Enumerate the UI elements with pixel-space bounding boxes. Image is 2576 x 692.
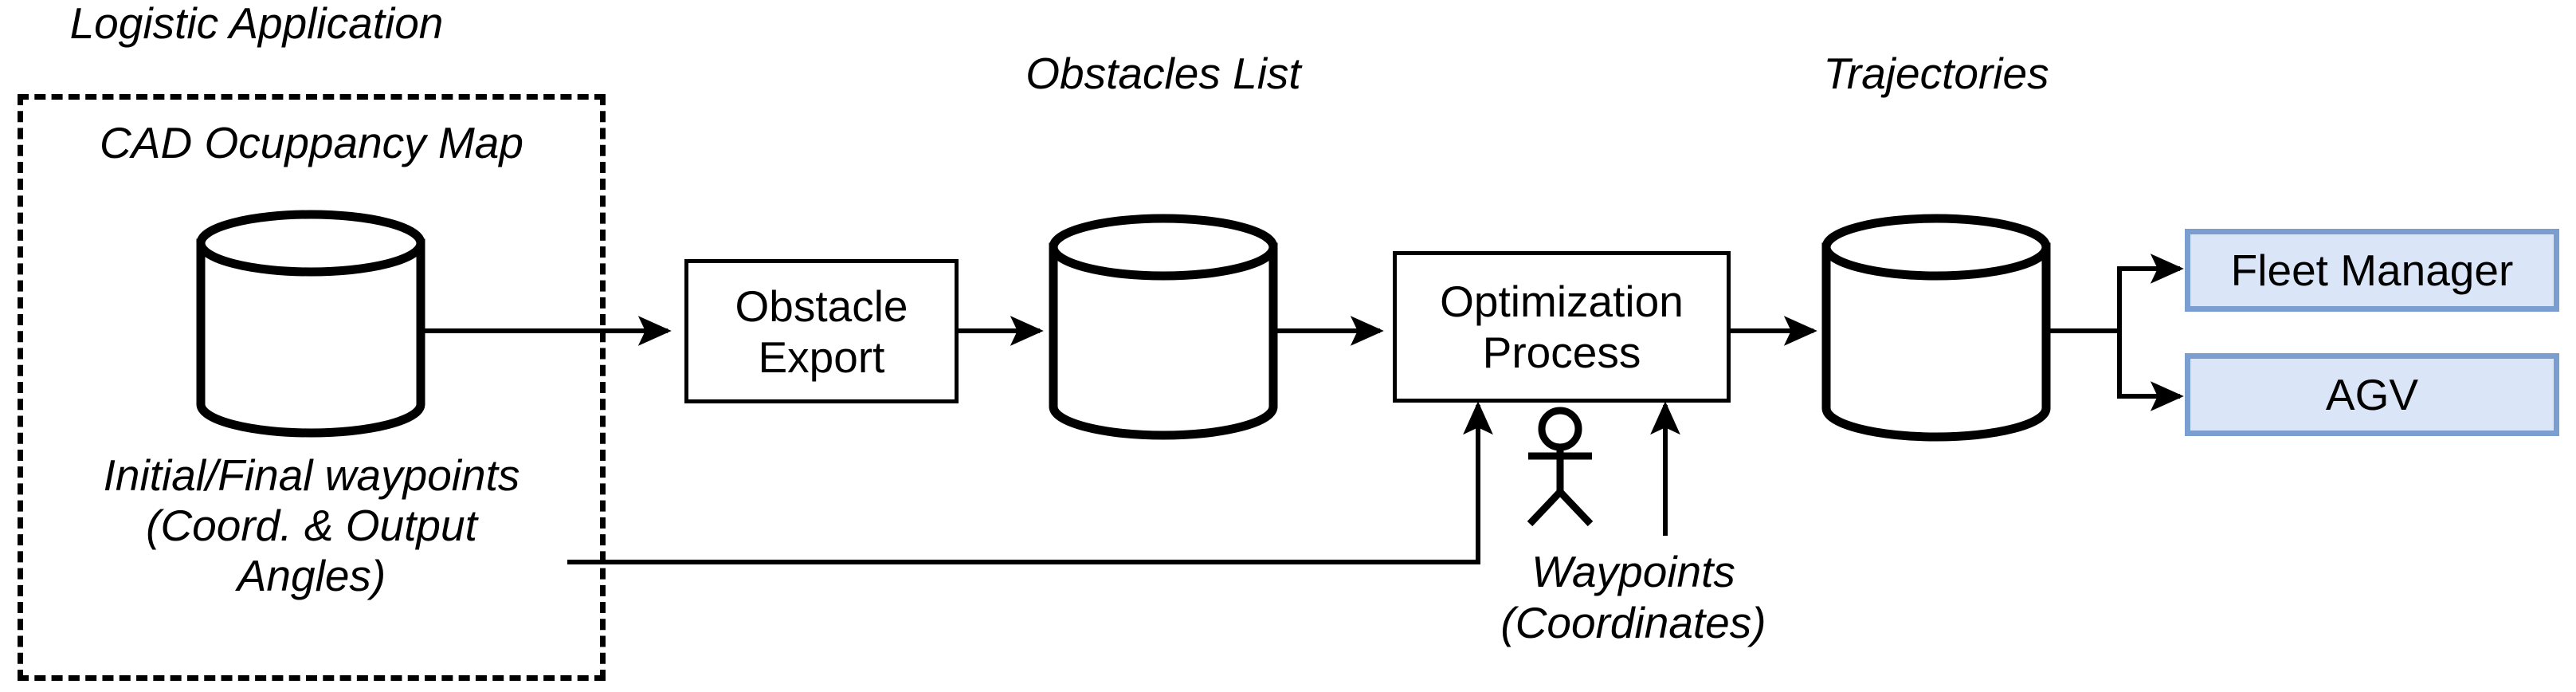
cylinder-obstacles-list bbox=[1049, 214, 1278, 440]
label-actor-waypoints-line2: (Coordinates) bbox=[1500, 598, 1766, 647]
page-title: Logistic Application bbox=[69, 0, 444, 48]
consumer-fleet-manager[interactable]: Fleet Manager bbox=[2185, 229, 2559, 312]
arrow-waypoints-feedback-to-optimization bbox=[567, 401, 1493, 564]
consumer-agv-label: AGV bbox=[2325, 370, 2419, 419]
cylinder-trajectories bbox=[1821, 214, 2051, 442]
logistic-application-group bbox=[18, 94, 606, 681]
consumer-agv[interactable]: AGV bbox=[2185, 353, 2559, 436]
label-initial-final-waypoints-line3: Angles) bbox=[237, 551, 386, 600]
stick-figure-icon bbox=[1527, 407, 1594, 527]
label-trajectories: Trajectories bbox=[1823, 49, 2049, 98]
arrow-trajectories-to-consumers bbox=[2046, 254, 2184, 411]
label-cad-ocuppancy-map: CAD Ocuppancy Map bbox=[100, 118, 523, 167]
process-optimization-process[interactable]: Optimization Process bbox=[1393, 251, 1731, 403]
label-actor-waypoints-line1: Waypoints bbox=[1531, 547, 1735, 596]
consumer-fleet-manager-label: Fleet Manager bbox=[2230, 246, 2514, 295]
process-obstacle-export-line2: Export bbox=[758, 332, 885, 382]
label-initial-final-waypoints-line2: (Coord. & Output bbox=[146, 501, 477, 550]
cylinder-cad-map bbox=[196, 210, 425, 438]
label-initial-final-waypoints-line1: Initial/Final waypoints bbox=[103, 450, 520, 500]
process-obstacle-export[interactable]: Obstacle Export bbox=[684, 259, 959, 403]
process-optimization-line2: Process bbox=[1482, 328, 1641, 377]
process-obstacle-export-line1: Obstacle bbox=[735, 281, 908, 331]
label-obstacles-list: Obstacles List bbox=[1025, 49, 1301, 98]
process-optimization-line1: Optimization bbox=[1440, 277, 1684, 326]
